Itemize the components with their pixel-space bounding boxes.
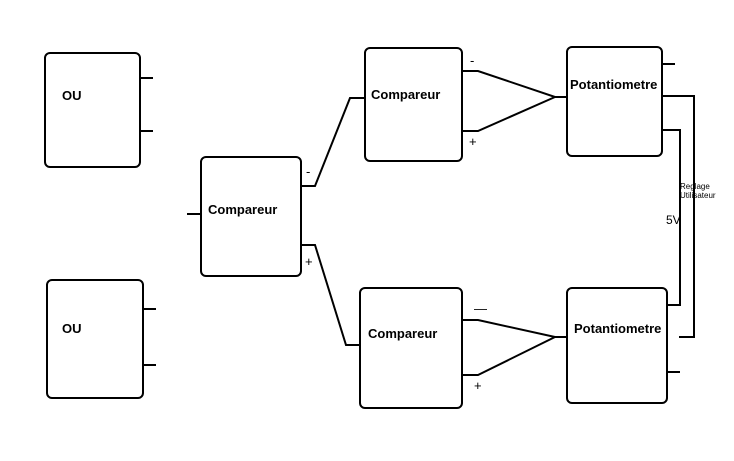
ou-block-top: OU xyxy=(44,52,141,168)
user-setting-line-1: Reglage xyxy=(680,182,710,191)
pot-top-to-pot-bottom-wire xyxy=(662,95,695,338)
user-setting-annotation: Reglage Utilisateur xyxy=(680,182,716,200)
top-comparator-minus-wire xyxy=(462,70,566,98)
main-minus-sign: - xyxy=(306,164,311,179)
comparator-top-label: Compareur xyxy=(371,87,441,102)
bottom-comparator-plus-wire xyxy=(462,336,556,376)
top-plus-sign: + xyxy=(469,134,477,149)
potentiometer-top-label: Potantiometre xyxy=(570,77,658,92)
main-plus-sign: + xyxy=(305,254,313,269)
comparator-top-block: Compareur xyxy=(364,47,463,162)
potentiometer-bottom-block: Potantiometre xyxy=(566,287,668,404)
potentiometer-bottom-label: Potantiometre xyxy=(574,321,662,336)
main-minus-to-top-comparator-wire xyxy=(301,97,364,187)
top-minus-sign: - xyxy=(470,53,475,68)
ou-top-label: OU xyxy=(62,88,82,103)
comparator-bottom-block: Compareur xyxy=(359,287,463,409)
main-plus-to-bottom-comparator-wire xyxy=(301,244,359,346)
ou-bottom-label: OU xyxy=(62,321,82,336)
bottom-comparator-minus-wire xyxy=(462,319,566,338)
user-setting-line-2: Utilisateur xyxy=(680,191,716,200)
top-comparator-plus-wire xyxy=(462,96,556,132)
comparator-main-block: Compareur xyxy=(200,156,302,277)
bottom-plus-sign: + xyxy=(474,378,482,393)
comparator-bottom-label: Compareur xyxy=(368,326,438,341)
comparator-main-label: Compareur xyxy=(208,202,278,217)
potentiometer-top-block: Potantiometre xyxy=(566,46,663,157)
voltage-label: 5V xyxy=(666,213,681,227)
pot-top-5v-wire xyxy=(662,129,681,306)
bottom-minus-sign: — xyxy=(474,301,487,316)
ou-block-bottom: OU xyxy=(46,279,144,399)
